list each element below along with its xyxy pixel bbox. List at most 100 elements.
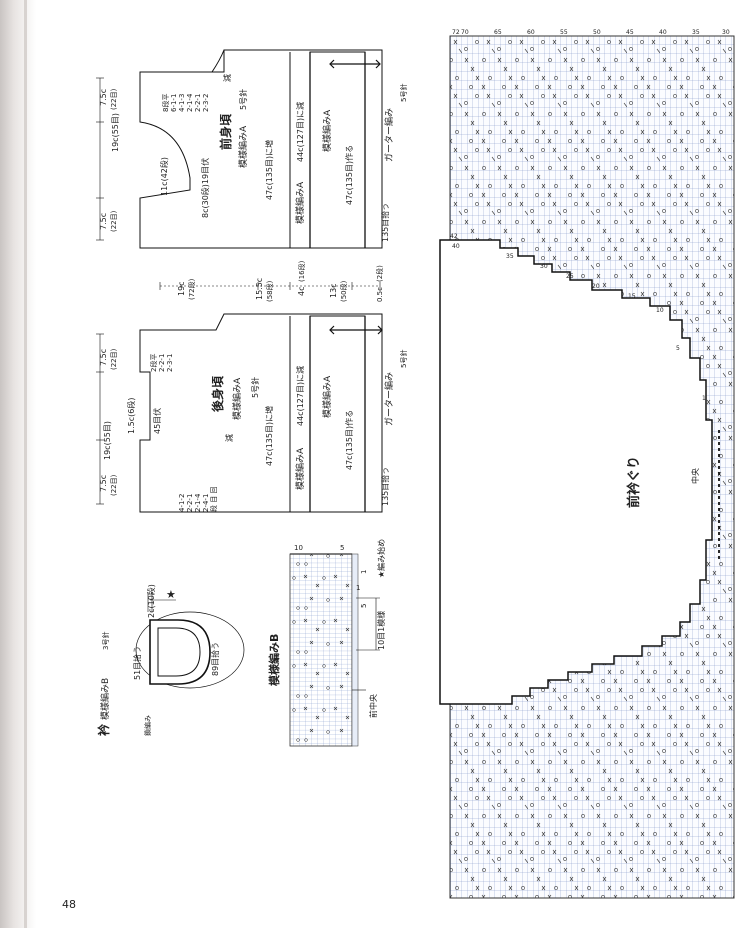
front-neck-dec-list: 8段平 6-1-1 4-1-3 2-1-4 2-2-1 2-3-2 <box>161 93 210 112</box>
row-30: 30 <box>540 263 548 270</box>
measure-body: 15.5c <box>255 278 264 300</box>
pattern-b-labels: 模様編みB 10 5 1 5 1 10目1模様 ★編み始め 前中央 <box>267 539 386 718</box>
front-garter-label: ガーター編み <box>383 108 395 162</box>
front-decrease-label: 44c(127目)に減 <box>295 102 305 162</box>
front-width-label: 47c(135目)に増 <box>264 140 274 200</box>
collar-pick-inner: 51目拾う <box>132 646 142 680</box>
row-40: 40 <box>452 243 460 250</box>
back-neck-bo: 45目伏 <box>152 408 162 434</box>
measure-total-rows: (72段) <box>187 278 196 300</box>
back-lower-pattern: 模様編みA <box>294 447 306 490</box>
front-neck-dec-1: 6-1-1 <box>170 94 178 112</box>
back-decrease-label: 44c(127目)に減 <box>295 366 305 426</box>
front-body-labels: 前身頃 模様編みA 5号針 47c(135目)に増 模様編みA 44c(127目… <box>96 74 408 242</box>
col-50: 50 <box>593 29 601 36</box>
pattern-b-row-1: 1 <box>356 584 360 592</box>
pattern-b-chart <box>289 553 359 747</box>
measure-mid: 4c <box>297 287 306 297</box>
front-neck-dec-0: 8段平 <box>161 94 170 112</box>
pattern-b-center: 前中央 <box>368 694 378 718</box>
collar-labels: 衿 模様編みB 3号針 2c(10段) ★ 51目拾う 89目拾う 鎖編み <box>96 584 220 736</box>
pattern-b-repeat: 10目1模様 <box>376 611 386 650</box>
front-neck-dec-5: 2-3-2 <box>202 94 210 112</box>
measure-total: 19c <box>177 281 186 296</box>
back-arm-dec-4: 段 目 回 <box>209 487 218 512</box>
row-10: 10 <box>656 307 664 314</box>
front-cast-label: 135目拾う <box>380 203 390 242</box>
col-55: 55 <box>560 29 568 36</box>
back-neck-dec-0: 2段平 <box>149 354 158 372</box>
back-garter-needle: 5号針 <box>399 350 408 368</box>
row-5: 5 <box>676 345 680 352</box>
collar-height: 2c(10段) <box>146 584 156 618</box>
front-garter-needle: 5号針 <box>399 84 408 102</box>
measure-body-rows: (58段) <box>265 280 274 302</box>
spine-edge <box>24 0 27 928</box>
col-72: 72 <box>452 29 460 36</box>
length-measurements: 19c (72段) 15.5c (58段) 4c (16段) 13c (50段)… <box>159 260 384 302</box>
pattern-b-start: ★編み始め <box>376 539 386 578</box>
back-lower-pattern-2: 模様編みA <box>321 375 333 418</box>
collar-needle: 3号針 <box>101 632 110 650</box>
front-armhole-width: 19c(55目) <box>111 113 120 152</box>
front-armhole-rows: 8c(30段)19目伏 <box>200 158 210 218</box>
pattern-b-row-10: 10 <box>294 544 303 552</box>
front-neck-depth: 11c(42段) <box>159 157 169 196</box>
col-40: 40 <box>659 29 667 36</box>
col-45: 45 <box>626 29 634 36</box>
neck-chart-center: 中央 <box>690 468 700 484</box>
row-42: 42 <box>450 233 458 240</box>
back-arm-dec-0: 4-1-2 <box>178 494 186 512</box>
front-body-diagram <box>139 49 383 249</box>
back-body-diagram <box>139 313 383 513</box>
measure-garter-rows: (2段) <box>375 265 384 282</box>
front-pattern-label: 模様編みA <box>237 125 249 168</box>
front-shoulder-left-sts: (22目) <box>110 210 118 232</box>
back-shoulder-left-sts: (22目) <box>110 474 118 496</box>
row-1: 1 <box>702 395 706 402</box>
neck-chart-labels: 前衿ぐり 中央 72 70 65 60 55 50 45 40 35 30 42… <box>450 29 730 508</box>
book-spine-shadow <box>0 0 40 928</box>
pattern-b-title: 模様編みB <box>267 634 281 686</box>
back-shoulder-left: 7.5c <box>99 475 108 492</box>
back-armhole-width: 19c(55目) <box>103 421 112 460</box>
back-neck-dec-list: 2段平 2-2-1 2-3-1 <box>149 354 174 372</box>
col-70: 70 <box>461 29 469 36</box>
collar-diagram <box>135 592 245 689</box>
front-make-label: 47c(135目)作る <box>344 145 354 205</box>
row-20: 20 <box>592 283 600 290</box>
front-body-title: 前身頃 <box>218 113 233 150</box>
back-body-title: 後身頃 <box>210 375 225 412</box>
row-25: 25 <box>566 273 574 280</box>
pattern-b-row-5: 5 <box>340 544 344 552</box>
front-lower-pattern-2: 模様編みA <box>321 109 333 152</box>
collar-finish: 鎖編み <box>143 715 152 736</box>
back-arm-dec-1: 2-2-1 <box>186 494 194 512</box>
front-neck-dec-4: 2-2-1 <box>194 94 202 112</box>
back-arm-dec-list: 4-1-2 2-2-1 2-1-4 2-4-1 段 目 回 <box>178 487 218 512</box>
front-dec-mark: 減 <box>222 74 232 82</box>
col-30: 30 <box>722 29 730 36</box>
measure-lower-rows: (50段) <box>339 280 348 302</box>
back-shoulder-right-sts: (22目) <box>110 348 118 370</box>
back-dec-mark: 減 <box>224 434 234 442</box>
front-shoulder-right-sts: (22目) <box>110 88 118 110</box>
col-65: 65 <box>494 29 502 36</box>
back-body-labels: 後身頃 模様編みA 5号針 47c(135目)に増 模様編みA 44c(127目… <box>96 333 408 512</box>
front-needle-label: 5号針 <box>238 89 248 110</box>
front-neck-dec-2: 4-1-3 <box>178 94 186 112</box>
back-pattern-label: 模様編みA <box>231 377 243 420</box>
front-shoulder-right: 7.5c <box>99 89 108 106</box>
collar-pattern: 模様編みB <box>99 678 111 720</box>
col-35: 35 <box>692 29 700 36</box>
neck-chart-title: 前衿ぐり <box>626 456 642 508</box>
back-neck-depth: 1.5c(6段) <box>126 398 136 434</box>
back-needle-label: 5号針 <box>250 377 260 398</box>
front-neck-dec-3: 2-1-4 <box>186 93 194 112</box>
neck-chart <box>439 35 735 899</box>
collar-star: ★ <box>166 588 176 601</box>
measure-lower: 13c <box>329 283 338 298</box>
back-cast-label: 135目拾う <box>380 467 390 506</box>
back-width-label: 47c(135目)に増 <box>264 406 274 466</box>
